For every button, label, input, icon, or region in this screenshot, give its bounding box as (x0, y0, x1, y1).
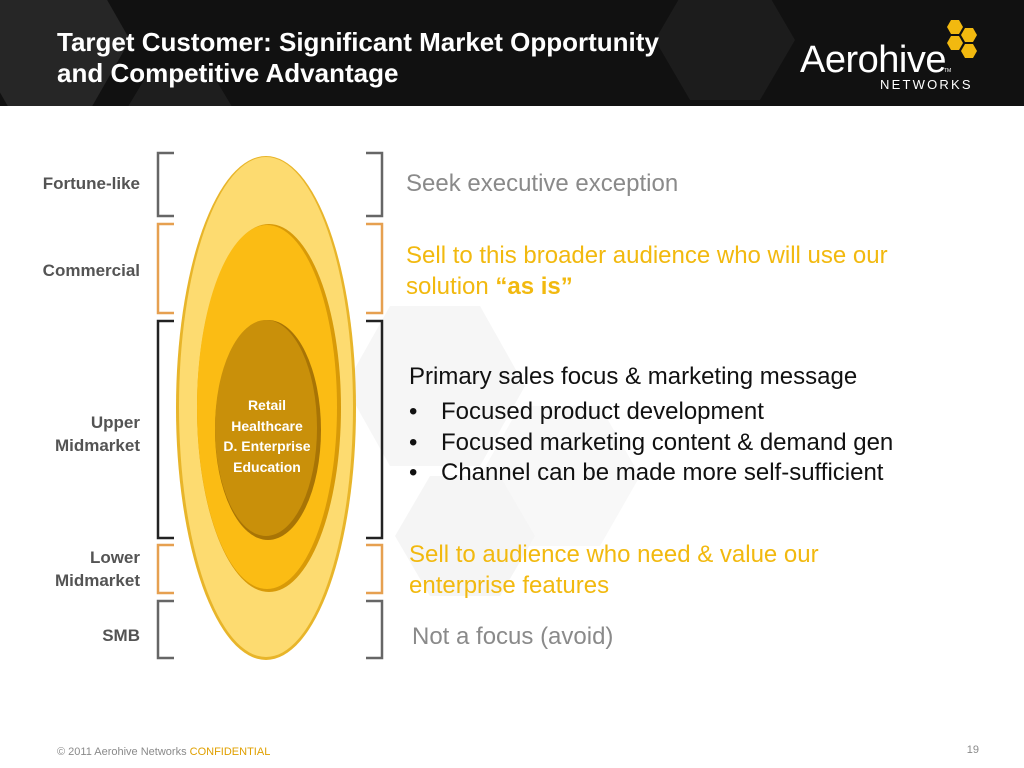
bracket-right-fortune (366, 151, 384, 218)
bracket-left-smb (156, 599, 174, 660)
logo-trademark: TM (944, 68, 952, 74)
header-hexagon-pattern (0, 0, 795, 106)
aerohive-logo: Aerohive TM NETWORKS (796, 18, 996, 98)
primary-focus-heading: Primary sales focus & marketing message (409, 363, 858, 390)
bracket-left-lower (156, 543, 174, 595)
inner-ellipse-fill (215, 320, 317, 536)
note-commercial: Sell to this broader audience who will u… (406, 242, 888, 300)
bracket-left-commercial (156, 222, 174, 315)
bracket-left-fortune (156, 151, 174, 218)
as-is-emphasis: “as is” (495, 273, 573, 300)
note-smb: Not a focus (avoid) (412, 623, 614, 650)
list-item: •Channel can be made more self-sufficien… (409, 458, 1009, 489)
slide-title: Target Customer: Significant Market Oppo… (57, 27, 659, 88)
segment-label-fortune: Fortune-like (42, 174, 140, 193)
logo-subtitle: NETWORKS (880, 77, 973, 92)
list-item: •Focused marketing content & demand gen (409, 428, 1009, 459)
footer-copyright: © 2011 Aerohive Networks CONFIDENTIAL (57, 746, 271, 758)
bullet-icon: • (409, 459, 418, 486)
bracket-right-commercial (366, 222, 384, 315)
note-upper-midmarket: Primary sales focus & marketing message … (409, 361, 1009, 489)
logo-wordmark: Aerohive (800, 39, 946, 81)
inner-verticals: Retail Healthcare D. Enterprise Educatio… (223, 397, 311, 475)
focus-bullet-list: •Focused product development •Focused ma… (409, 397, 1009, 489)
segment-label-smb: SMB (102, 626, 140, 645)
bracket-right-smb (366, 599, 384, 660)
slide-header: Target Customer: Significant Market Oppo… (0, 0, 1024, 106)
note-fortune: Seek executive exception (406, 170, 679, 197)
bracket-right-lower (366, 543, 384, 595)
bullet-icon: • (409, 398, 418, 425)
bracket-left-upper (156, 319, 174, 540)
segment-label-commercial: Commercial (42, 261, 140, 280)
segment-label-lower-midmarket: Lower Midmarket (54, 548, 140, 590)
market-segments-diagram (156, 151, 384, 660)
confidential-label: CONFIDENTIAL (189, 746, 271, 758)
page-number: 19 (966, 744, 979, 756)
bullet-icon: • (409, 428, 418, 456)
note-lower-midmarket: Sell to audience who need & value our en… (409, 541, 819, 599)
background-hexagon-pattern (345, 306, 640, 596)
segment-label-upper-midmarket: Upper Midmarket (54, 413, 140, 455)
bracket-right-upper (366, 319, 384, 540)
honeycomb-logo-icon (947, 20, 977, 58)
list-item: •Focused product development (409, 397, 1009, 428)
